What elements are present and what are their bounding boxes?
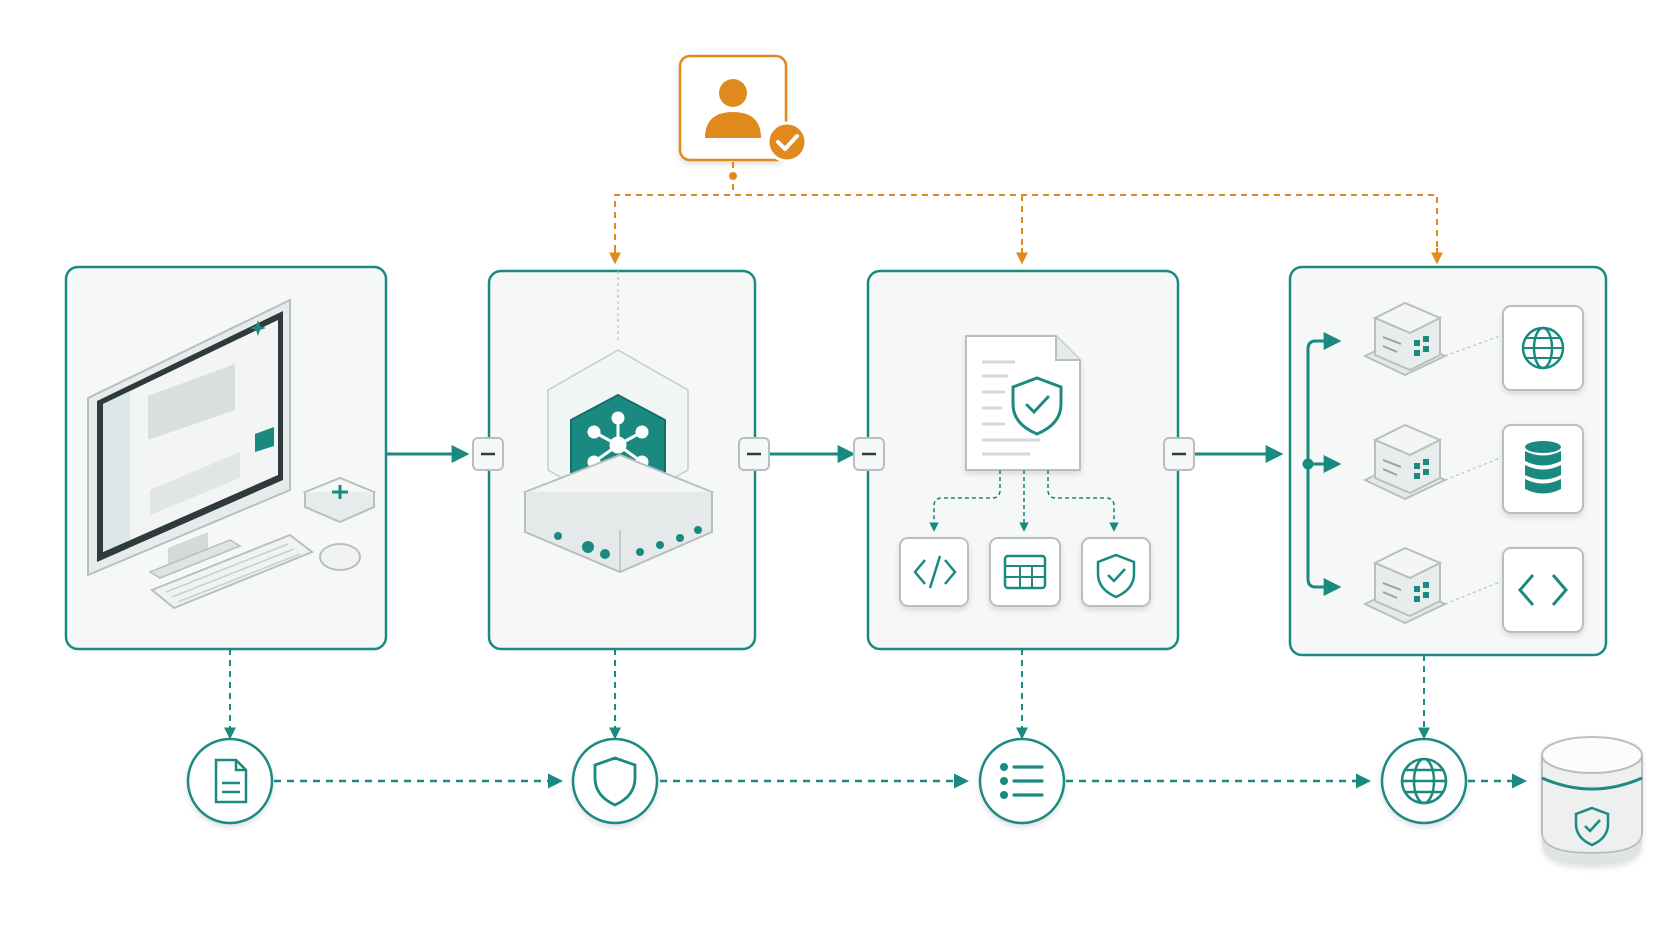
server-icon xyxy=(1362,546,1448,625)
gateway-stage xyxy=(487,269,757,651)
keyboard-icon xyxy=(150,533,314,610)
mouse-icon xyxy=(319,543,361,571)
policy-stage xyxy=(866,269,1180,651)
shield-icon xyxy=(593,756,637,807)
stage-to-pipeline-links xyxy=(224,649,1430,740)
server-icon xyxy=(1362,423,1448,501)
flow-connector-icon xyxy=(853,437,885,471)
code-brackets-icon xyxy=(1502,547,1584,633)
approver-node xyxy=(678,54,808,163)
shield-check-icon xyxy=(1081,537,1151,607)
desktop-computer-icon xyxy=(87,298,291,579)
pipeline-security-node xyxy=(571,737,659,825)
globe-icon xyxy=(1502,305,1584,391)
pipeline-log-node xyxy=(186,737,274,825)
list-icon xyxy=(1000,763,1044,799)
small-hub-icon xyxy=(302,476,377,524)
document-icon xyxy=(214,758,248,804)
flow-connector-icon xyxy=(738,437,770,471)
send-icon xyxy=(255,427,274,452)
sparkle-icon xyxy=(250,320,266,336)
shield-check-icon xyxy=(1574,806,1610,847)
pipeline-web-node xyxy=(1380,737,1468,825)
database-icon xyxy=(1502,424,1584,514)
approval-connectors xyxy=(609,162,1443,265)
user-icon xyxy=(705,79,761,138)
service-fanout xyxy=(1302,332,1342,596)
pipeline-records-node xyxy=(978,737,1066,825)
code-icon xyxy=(899,537,969,607)
server-icon xyxy=(1362,301,1448,377)
flow-connector-icon xyxy=(472,437,504,471)
appliance-icon xyxy=(522,453,715,574)
check-badge-icon xyxy=(766,121,808,163)
globe-icon xyxy=(1400,757,1448,805)
secure-storage-node xyxy=(1541,736,1643,865)
services-stage xyxy=(1288,265,1608,657)
shield-document-icon xyxy=(965,335,1081,471)
client-stage xyxy=(64,265,388,651)
policy-fanout xyxy=(929,470,1119,532)
flow-connector-icon xyxy=(1163,437,1195,471)
table-icon xyxy=(989,537,1061,607)
